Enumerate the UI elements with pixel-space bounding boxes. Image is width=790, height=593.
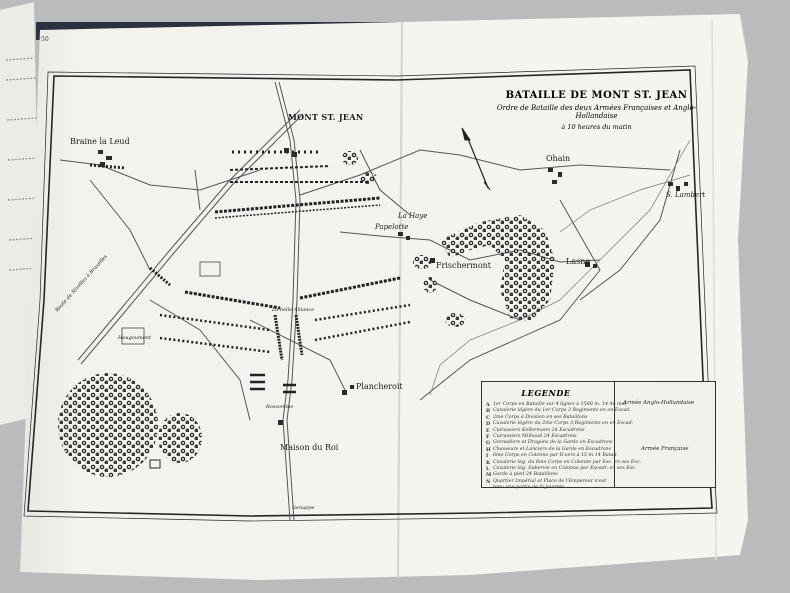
- map-frame: [23, 65, 718, 522]
- villages: [98, 148, 688, 469]
- troop-formations: [89, 150, 411, 394]
- map-title-block: BATAILLE DE MONT ST. JEAN Ordre de Batai…: [494, 90, 699, 131]
- map-title: BATAILLE DE MONT ST. JEAN: [505, 90, 688, 101]
- legend-title: LEGENDE: [521, 388, 571, 398]
- label-la-belle-alliance: La belle Alliance: [272, 307, 315, 313]
- roads: [59, 81, 681, 521]
- legend-french-army-label: Armée Française: [641, 446, 689, 452]
- label-hougoumont: Hougoumont: [118, 335, 152, 341]
- label-braine-la-leud: Braine la Leud: [70, 137, 130, 146]
- label-la-haye: La Haye: [398, 212, 428, 220]
- map-subtitle: Ordre de Bataille des deux Armées França…: [496, 104, 697, 120]
- label-st-lambert: S. Lambert: [666, 191, 706, 199]
- label-mont-st-jean: MONT ST. JEAN: [288, 112, 364, 122]
- label-rossomme: Rossomme: [266, 404, 294, 410]
- legend-entry: tenu une partie de la journée: [493, 485, 564, 491]
- legend-armies-panel: Armée Anglo-Hollandaise Armée Française: [614, 382, 715, 487]
- label-genappe: Genappe: [292, 505, 315, 511]
- label-plancheroit: Plancheroit: [356, 382, 403, 391]
- woods: [58, 151, 555, 477]
- legend-anglo-army-label: Armée Anglo-Hollandaise: [623, 400, 695, 406]
- label-lasne: Lasne: [566, 257, 591, 266]
- label-maison-du-roi: Maison du Roi: [280, 443, 339, 452]
- label-papelotte: Papelotte: [375, 223, 409, 231]
- north-arrow-icon: [461, 127, 491, 191]
- label-frischermont: Frischermont: [436, 261, 491, 270]
- page-number: 50: [41, 36, 49, 43]
- label-ohain: Ohain: [546, 154, 571, 163]
- map-subtitle-time: à 10 heures du matin: [561, 123, 632, 131]
